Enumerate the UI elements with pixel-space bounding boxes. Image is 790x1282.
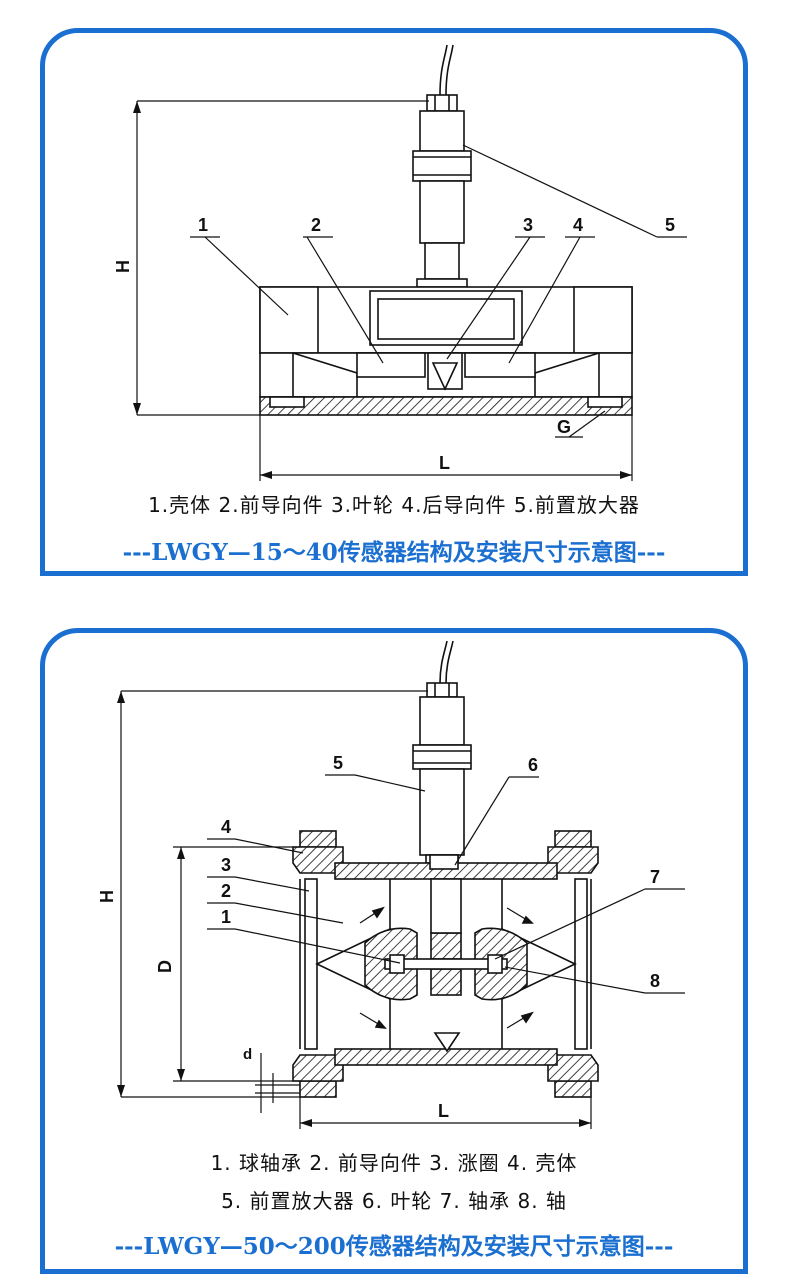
label-dim-h: H: [113, 260, 133, 273]
diagram-title: ---LWGY—50～200传感器结构及安装尺寸示意图---: [114, 1233, 674, 1260]
label-part-3: 3: [523, 215, 533, 235]
label-part-1: 1: [221, 907, 231, 927]
label-dim-l: L: [439, 453, 450, 473]
sensor-structure-drawing-large: 5 6 4 3 2 1 7 8 H D d L: [97, 640, 685, 1129]
parts-legend: 1.壳体 2.前导向件 3.叶轮 4.后导向件 5.前置放大器: [148, 493, 640, 517]
label-part-4: 4: [221, 817, 231, 837]
label-dim-h: H: [97, 890, 117, 903]
label-dim-g: G: [557, 417, 571, 437]
label-part-2: 2: [221, 881, 231, 901]
label-part-6: 6: [528, 755, 538, 775]
label-part-8: 8: [650, 971, 660, 991]
label-part-4: 4: [573, 215, 583, 235]
label-part-5: 5: [665, 215, 675, 235]
parts-legend-line-1: 1. 球轴承 2. 前导向件 3. 涨圈 4. 壳体: [210, 1151, 578, 1175]
parts-legend-line-2: 5. 前置放大器 6. 叶轮 7. 轴承 8. 轴: [221, 1189, 567, 1213]
label-dim-l: L: [438, 1101, 449, 1121]
label-part-2: 2: [311, 215, 321, 235]
label-part-3: 3: [221, 855, 231, 875]
diagram-panel-lwgy-50-200: 5 6 4 3 2 1 7 8 H D d L 1. 球轴承 2. 前导向件 3…: [40, 628, 748, 1274]
label-part-7: 7: [650, 867, 660, 887]
diagram-panel-lwgy-15-40: 1 2 3 4 5 H L G 1.壳体 2.前导向件 3.叶轮 4.后导向件 …: [40, 28, 748, 576]
label-part-1: 1: [198, 215, 208, 235]
sensor-structure-drawing-small: 1 2 3 4 5 H L G: [113, 44, 687, 481]
diagram-title: ---LWGY—15～40传感器结构及安装尺寸示意图---: [122, 539, 666, 566]
label-dim-d-large: D: [155, 960, 175, 973]
label-part-5: 5: [333, 753, 343, 773]
label-dim-d-small: d: [243, 1046, 252, 1063]
